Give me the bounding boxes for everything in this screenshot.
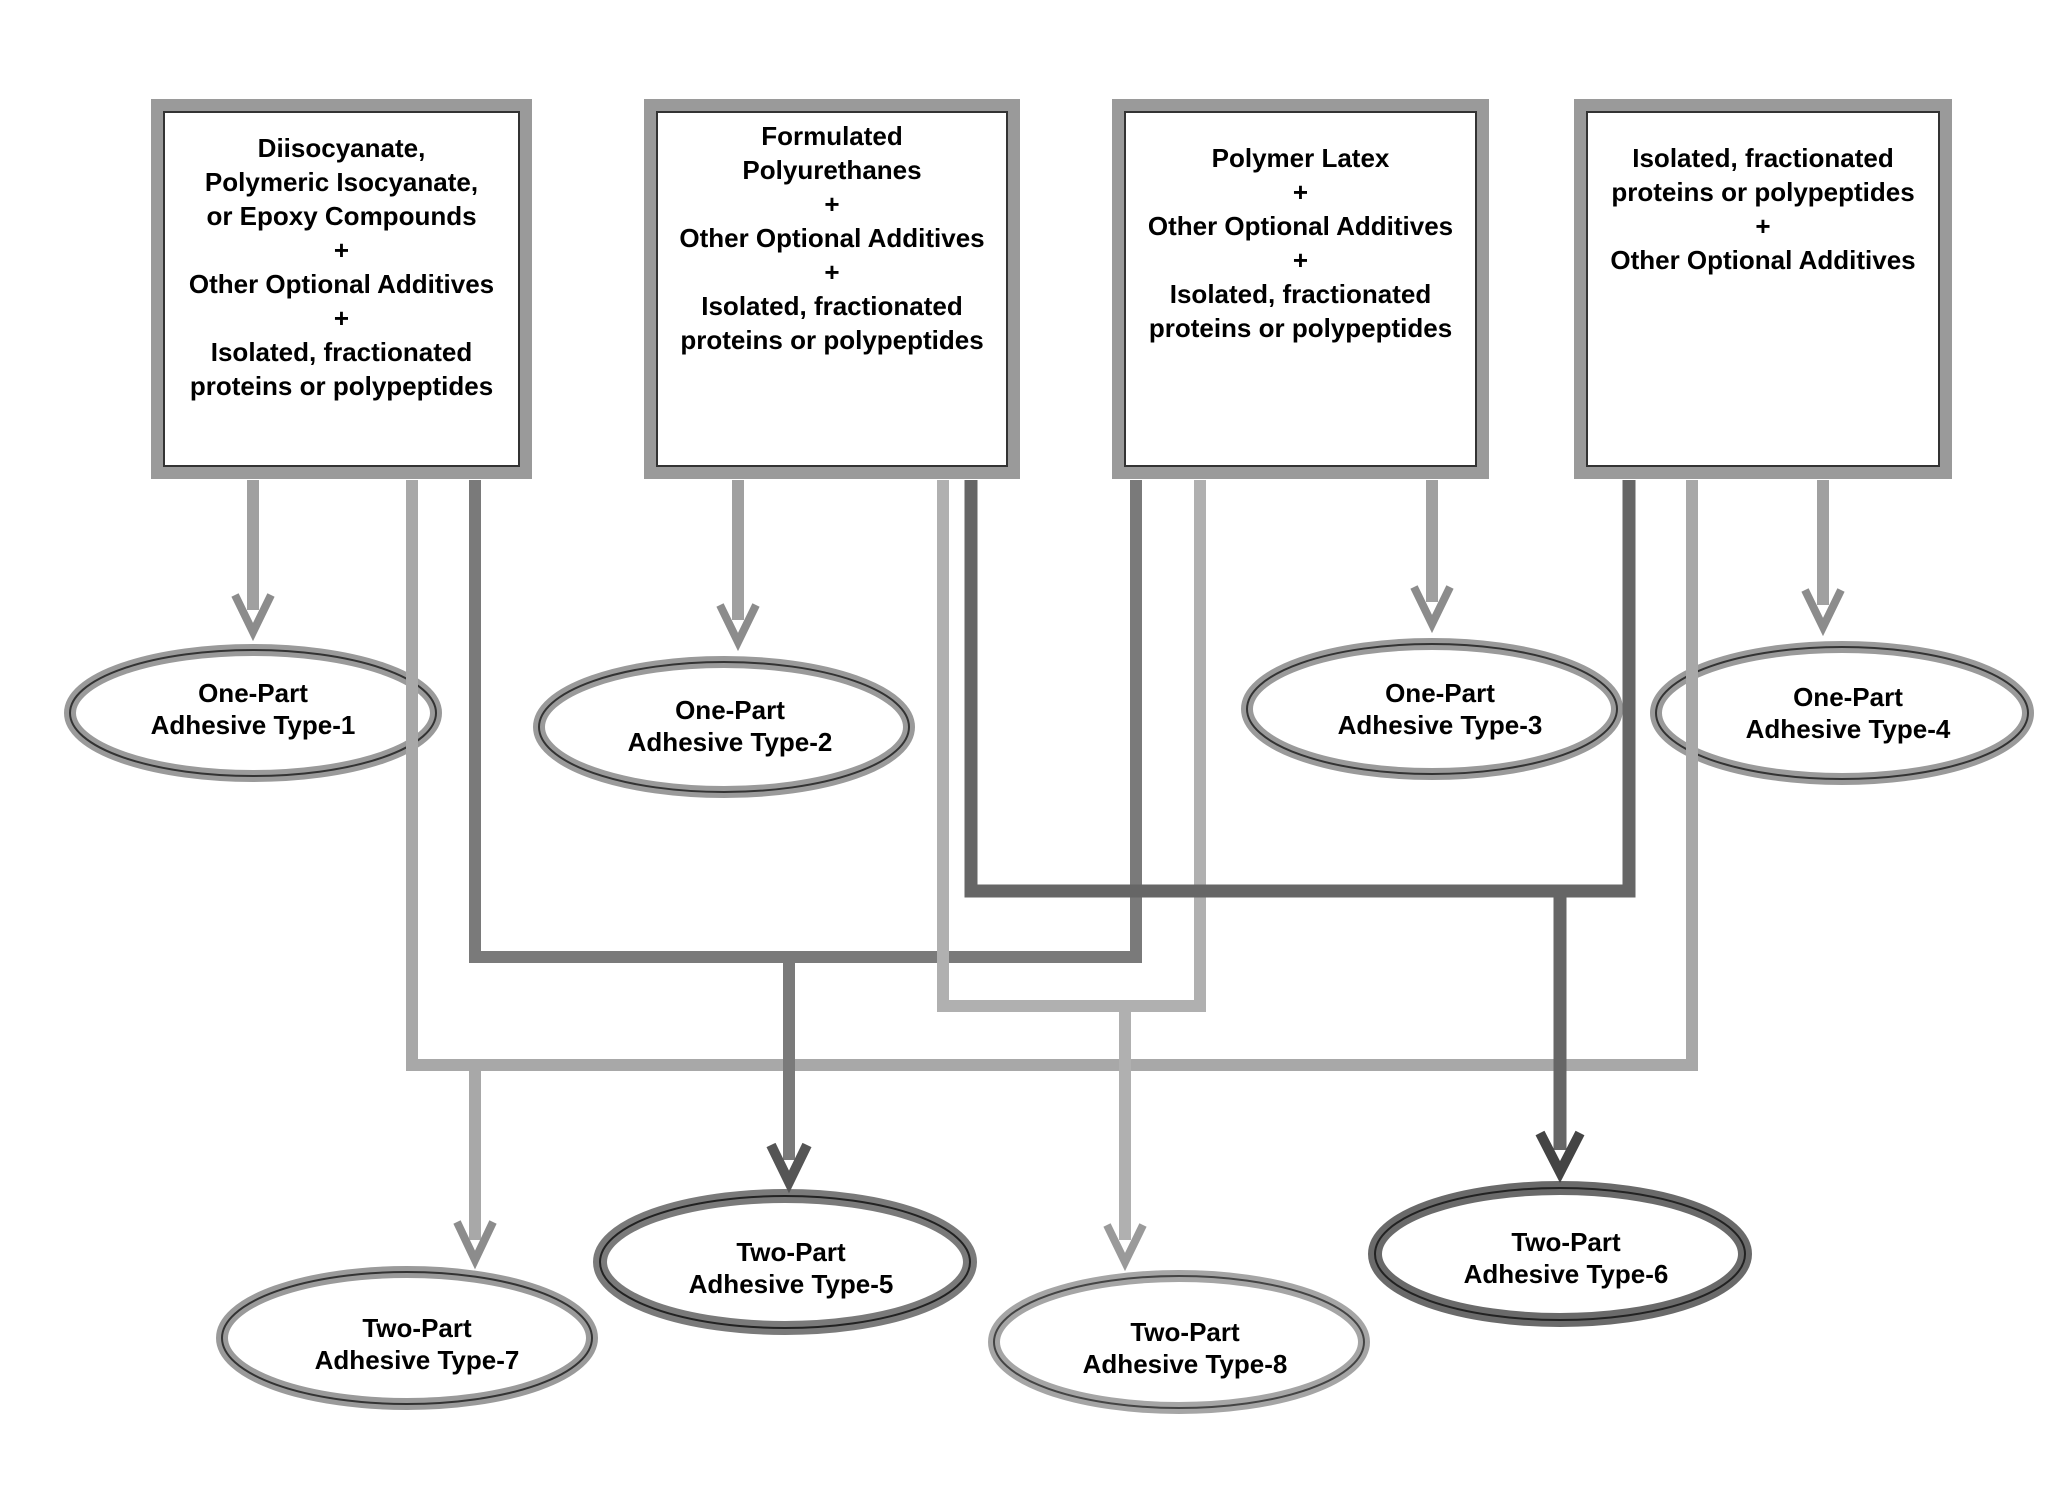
two-part-8-line-2: Adhesive Type-8 xyxy=(1083,1348,1288,1380)
two-part-7-line-2: Adhesive Type-7 xyxy=(315,1344,520,1376)
label-two-part-type-8: Two-Part Adhesive Type-8 xyxy=(1083,1316,1288,1380)
source-box-formulated-polyurethanes: Formulated Polyurethanes + Other Optiona… xyxy=(644,99,1020,479)
box4-line-2: proteins or polypeptides xyxy=(1596,175,1930,209)
label-two-part-type-6: Two-Part Adhesive Type-6 xyxy=(1464,1226,1669,1290)
box1-line-7: Isolated, fractionated xyxy=(173,335,510,369)
box2-line-7: proteins or polypeptides xyxy=(666,323,998,357)
box2-line-2: Polyurethanes xyxy=(666,153,998,187)
one-part-3-line-2: Adhesive Type-3 xyxy=(1338,709,1543,741)
box1-plus-1: + xyxy=(173,233,510,267)
box1-line-2: Polymeric Isocyanate, xyxy=(173,165,510,199)
box2-plus-1: + xyxy=(666,187,998,221)
box3-line-6: proteins or polypeptides xyxy=(1134,311,1467,345)
box2-plus-2: + xyxy=(666,255,998,289)
label-one-part-type-3: One-Part Adhesive Type-3 xyxy=(1338,677,1543,741)
box1-line-3: or Epoxy Compounds xyxy=(173,199,510,233)
label-two-part-type-7: Two-Part Adhesive Type-7 xyxy=(315,1312,520,1376)
one-part-4-line-2: Adhesive Type-4 xyxy=(1746,713,1951,745)
box3-line-1: Polymer Latex xyxy=(1134,141,1467,175)
box4-line-4: Other Optional Additives xyxy=(1596,243,1930,277)
box3-line-3: Other Optional Additives xyxy=(1134,209,1467,243)
box1-line-8: proteins or polypeptides xyxy=(173,369,510,403)
label-one-part-type-4: One-Part Adhesive Type-4 xyxy=(1746,681,1951,745)
source-box-isocyanate-epoxy: Diisocyanate, Polymeric Isocyanate, or E… xyxy=(151,99,532,479)
one-part-4-line-1: One-Part xyxy=(1746,681,1951,713)
box2-line-1: Formulated xyxy=(666,119,998,153)
two-part-8-line-1: Two-Part xyxy=(1083,1316,1288,1348)
connector-two-part-8 xyxy=(943,480,1200,1006)
two-part-5-line-1: Two-Part xyxy=(689,1236,894,1268)
box1-line-1: Diisocyanate, xyxy=(173,131,510,165)
label-two-part-type-5: Two-Part Adhesive Type-5 xyxy=(689,1236,894,1300)
box3-plus-1: + xyxy=(1134,175,1467,209)
box4-line-1: Isolated, fractionated xyxy=(1596,141,1930,175)
box2-line-4: Other Optional Additives xyxy=(666,221,998,255)
label-one-part-type-2: One-Part Adhesive Type-2 xyxy=(628,694,833,758)
two-part-7-line-1: Two-Part xyxy=(315,1312,520,1344)
two-part-6-line-1: Two-Part xyxy=(1464,1226,1669,1258)
two-part-6-line-2: Adhesive Type-6 xyxy=(1464,1258,1669,1290)
one-part-2-line-2: Adhesive Type-2 xyxy=(628,726,833,758)
box3-plus-2: + xyxy=(1134,243,1467,277)
one-part-1-line-1: One-Part xyxy=(151,677,356,709)
box1-plus-2: + xyxy=(173,301,510,335)
adhesive-ellipses xyxy=(70,644,2028,1408)
box1-line-5: Other Optional Additives xyxy=(173,267,510,301)
box3-line-5: Isolated, fractionated xyxy=(1134,277,1467,311)
one-part-3-line-1: One-Part xyxy=(1338,677,1543,709)
one-part-1-line-2: Adhesive Type-1 xyxy=(151,709,356,741)
label-one-part-type-1: One-Part Adhesive Type-1 xyxy=(151,677,356,741)
source-box-polymer-latex: Polymer Latex + Other Optional Additives… xyxy=(1112,99,1489,479)
box2-line-6: Isolated, fractionated xyxy=(666,289,998,323)
one-part-2-line-1: One-Part xyxy=(628,694,833,726)
source-box-proteins: Isolated, fractionated proteins or polyp… xyxy=(1574,99,1952,479)
box4-plus-1: + xyxy=(1596,209,1930,243)
two-part-5-line-2: Adhesive Type-5 xyxy=(689,1268,894,1300)
